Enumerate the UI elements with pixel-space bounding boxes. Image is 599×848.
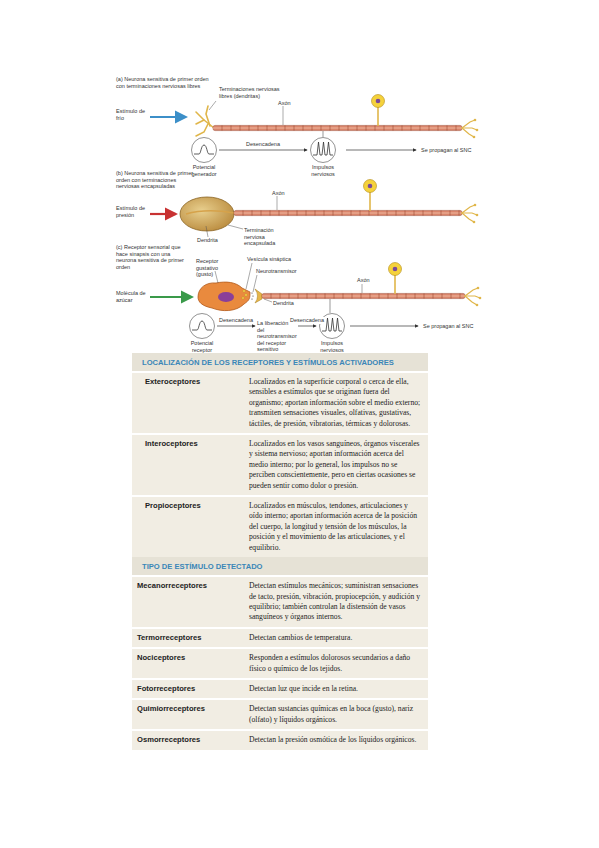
- stimulus-label: Estímulo de frío: [116, 108, 148, 121]
- table-header-band: TIPO DE ESTÍMULO DETECTADO: [132, 557, 428, 575]
- node-text: Impulsos nerviosos: [316, 340, 348, 353]
- panel-caption: (c) Receptor sensorial que hace sinapsis…: [116, 244, 191, 270]
- table-row-heading: Interoceptores: [145, 439, 249, 491]
- table-cell: Detectan sustancias químicas en la boca …: [249, 704, 422, 725]
- part-label: Terminaciones nerviosas libres (dendrita…: [219, 86, 281, 99]
- table-row: FotorreceptoresDetectan luz que incide e…: [132, 678, 428, 698]
- stimulus-label: Estímulo de presión: [116, 205, 148, 218]
- table-row-heading: Nociceptores: [137, 653, 249, 674]
- table-row: PropioceptoresLocalizados en músculos, t…: [132, 495, 428, 557]
- table-cell: Localizados en los vasos sanguíneos, órg…: [249, 439, 422, 491]
- part-label: Receptor gustativo (gusto): [196, 258, 236, 278]
- axon: [262, 293, 465, 298]
- panel-caption: (a) Neurona sensitiva de primer orden co…: [116, 76, 211, 89]
- table-cell: Detectan estímulos mecánicos; suministra…: [249, 581, 422, 623]
- cell-body: [389, 263, 402, 295]
- stimulus-label: Molécula de azúcar: [116, 290, 148, 303]
- edge-label: Desencadena: [289, 317, 325, 324]
- edge-label: Desencadena: [245, 141, 281, 148]
- part-label: Axón: [272, 190, 285, 197]
- part-label: Terminación nerviosa encapsulada: [244, 227, 294, 247]
- propagation-label: Se propagan al SNC: [423, 323, 473, 330]
- signal-node: Potencial receptor: [186, 312, 218, 353]
- table-row: MecanorreceptoresDetectan estímulos mecá…: [132, 575, 428, 627]
- axon-terminals: [462, 119, 478, 139]
- leader-lines: [206, 101, 362, 302]
- cell-body: [364, 180, 377, 212]
- table-row: OsmorreceptoresDetectan la presión osmót…: [132, 729, 428, 749]
- node-text: LOCALIZACIÓN DE LOS RECEPTORES Y ESTÍMUL…: [142, 358, 418, 367]
- table-row-heading: Fotorreceptores: [137, 684, 249, 694]
- node-text: Potencial generador: [188, 164, 220, 177]
- signal-icon: [188, 312, 216, 340]
- node-text: La liberación del neurotransmisor del re…: [257, 320, 297, 353]
- recording-line: [323, 131, 324, 137]
- table-cell: Detectan luz que incide en la retina.: [249, 684, 422, 694]
- propagation-label: Se propagan al SNC: [421, 147, 471, 154]
- table-cell: Detectan cambios de temperatura.: [249, 633, 422, 643]
- trigger-arrow: [219, 150, 307, 151]
- table-cell: Responden a estímulos dolorosos secundar…: [249, 653, 422, 674]
- table-row-heading: Exteroceptores: [145, 377, 249, 429]
- signal-node: Potencial generador: [188, 136, 220, 177]
- part-label: Neurotransmisor: [256, 268, 297, 275]
- sensory-dendrite-end: [255, 289, 262, 303]
- table-row: QuimiorreceptoresDetectan sustancias quí…: [132, 698, 428, 729]
- receptor-nucleus: [218, 292, 234, 302]
- axon-terminals: [462, 204, 478, 224]
- trigger-arrow: [298, 326, 316, 327]
- node-text: TIPO DE ESTÍMULO DETECTADO: [142, 562, 418, 571]
- signal-icon: [309, 136, 337, 164]
- signal-node: Impulsos nerviosos: [307, 136, 339, 177]
- table-cell: Localizados en la superficie corporal o …: [249, 377, 422, 429]
- part-label: Dendrita: [273, 300, 294, 307]
- part-label: Axón: [357, 277, 370, 284]
- table-row-heading: Termorreceptores: [137, 633, 249, 643]
- axon-terminals: [465, 287, 481, 307]
- taste-receptor-cell: [198, 282, 250, 311]
- part-label: Dendrita: [197, 237, 218, 244]
- table-row: NociceptoresResponden a estímulos doloro…: [132, 647, 428, 678]
- edge-label: Desencadena: [218, 317, 254, 324]
- cell-body: [372, 95, 385, 127]
- signal-icon: [190, 136, 218, 164]
- neurotransmitter-dots: [251, 292, 253, 299]
- pressure-stimulus-arrow: [150, 213, 176, 215]
- table-header-band: LOCALIZACIÓN DE LOS RECEPTORES Y ESTÍMUL…: [132, 353, 428, 371]
- table-row-heading: Mecanorreceptores: [137, 581, 249, 623]
- part-label: Axón: [278, 100, 291, 107]
- cold-stimulus-arrow: [150, 116, 186, 118]
- propagation-arrow: [346, 150, 416, 151]
- dendrite: [186, 211, 234, 214]
- table-row-heading: Osmorreceptores: [137, 735, 249, 745]
- panel-caption: (b) Neurona sensitiva de primer orden co…: [116, 170, 198, 190]
- part-label: Vesícula sináptica: [247, 256, 291, 263]
- sugar-stimulus-arrow: [150, 296, 192, 298]
- node-text: Impulsos nerviosos: [307, 164, 339, 177]
- table-cell: Localizados en músculos, tendones, artic…: [249, 501, 422, 553]
- propagation-arrow: [350, 326, 418, 327]
- text-node: La liberación del neurotransmisor del re…: [257, 320, 297, 353]
- table-row: ExteroceptoresLocalizados en la superfic…: [132, 371, 428, 433]
- table-row: InteroceptoresLocalizados en los vasos s…: [132, 433, 428, 495]
- node-text: Potencial receptor: [186, 340, 218, 353]
- axon: [234, 210, 462, 215]
- table-cell: Detectan la presión osmótica de los líqu…: [249, 735, 422, 745]
- table-row-heading: Quimiorreceptores: [137, 704, 249, 725]
- recording-line: [330, 299, 331, 313]
- table-row: TermorreceptoresDetectan cambios de temp…: [132, 627, 428, 647]
- encapsulated-ending: [180, 197, 234, 231]
- synaptic-vesicles: [242, 290, 248, 299]
- receptor-tables: LOCALIZACIÓN DE LOS RECEPTORES Y ESTÍMUL…: [132, 353, 428, 750]
- trigger-arrow: [217, 326, 255, 327]
- free-nerve-endings: [196, 106, 214, 136]
- table-row-heading: Propioceptores: [145, 501, 249, 553]
- axon: [213, 125, 462, 130]
